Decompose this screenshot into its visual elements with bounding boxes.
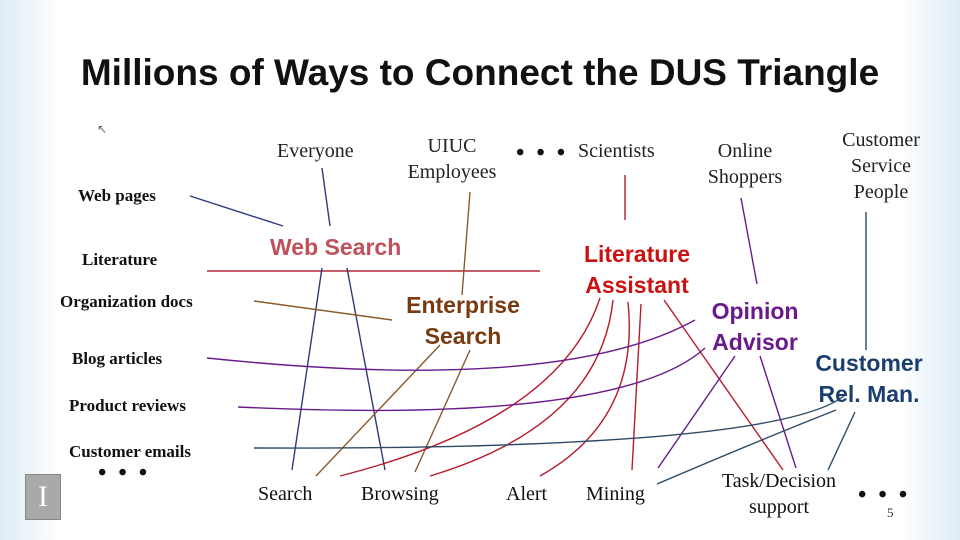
user-online-line2: Shoppers [707,166,783,188]
system-crm-line2: Rel. Man. [818,381,920,407]
system-enterprise-search: Enterprise Search [398,290,528,352]
edge-reviews-opinion [237,347,706,412]
mouse-cursor-icon: ↖ [97,122,108,136]
user-ellipsis: • • • [516,140,569,166]
edge-literature-alert [539,301,630,477]
source-product-reviews: Product reviews [69,396,186,415]
edge-everyone-websearch [321,167,331,227]
edge-opinion-mining [657,355,736,469]
source-customer-emails: Customer emails [69,442,191,461]
source-blog-articles: Blog articles [72,349,163,368]
function-ellipsis: • • • [858,482,911,508]
edge-enterprise-browsing [414,349,471,473]
function-task-line1: Task/Decision [721,470,837,492]
system-opinion-line1: Opinion [711,298,799,324]
system-literature-line1: Literature [583,241,691,267]
user-online-line1: Online [717,140,773,162]
right-decoration [900,0,960,540]
system-crm-line1: Customer [815,350,923,376]
system-opinion-advisor: Opinion Advisor [702,296,808,358]
system-enterprise-line1: Enterprise [406,292,520,318]
user-customer-service-people: Customer Service People [834,127,928,205]
edge-crm-task [827,411,856,471]
edge-opinion-task [759,355,797,469]
edge-webpages-websearch [189,195,284,227]
edge-blog-opinion [206,319,696,371]
function-browsing: Browsing [361,483,439,505]
function-task-line2: support [749,496,809,518]
source-ellipsis: • • • [98,460,151,486]
edge-crm-mining [656,409,837,485]
edge-websearch-search [291,267,323,471]
system-crm: Customer Rel. Man. [806,348,932,410]
function-task-decision-support: Task/Decision support [714,468,844,520]
user-csp-line3: People [853,181,909,203]
edge-shoppers-opinion [740,197,758,285]
function-alert: Alert [506,483,548,505]
edge-uiuc-enterprise [461,191,471,296]
user-scientists: Scientists [578,140,655,162]
source-web-pages: Web pages [78,186,156,205]
user-online-shoppers: Online Shoppers [702,138,788,190]
edge-literature-task [663,299,784,471]
user-csp-line1: Customer [842,129,920,151]
page-number: 5 [887,505,894,520]
source-literature: Literature [82,250,158,269]
user-uiuc-line2: Employees [407,161,497,183]
edge-emails-crm [253,394,846,449]
edge-literature-search [339,297,601,477]
function-search: Search [258,483,313,505]
system-opinion-line2: Advisor [712,329,798,355]
user-uiuc-line1: UIUC [427,135,477,157]
user-csp-line2: Service [851,155,911,177]
university-logo: I [25,474,61,520]
system-web-search: Web Search [270,234,402,260]
system-literature-assistant: Literature Assistant [577,239,697,301]
source-organization-docs: Organization docs [60,292,193,311]
system-enterprise-line2: Search [424,323,502,349]
edge-orgdocs-enterprise [253,300,393,321]
user-uiuc-employees: UIUC Employees [404,133,500,185]
system-literature-line2: Assistant [585,272,689,298]
edge-literature-mining [631,303,642,471]
user-everyone: Everyone [277,140,354,162]
edge-literature-browsing [429,299,614,477]
left-decoration [0,0,60,540]
slide-title: Millions of Ways to Connect the DUS Tria… [80,52,880,93]
function-mining: Mining [586,483,645,505]
